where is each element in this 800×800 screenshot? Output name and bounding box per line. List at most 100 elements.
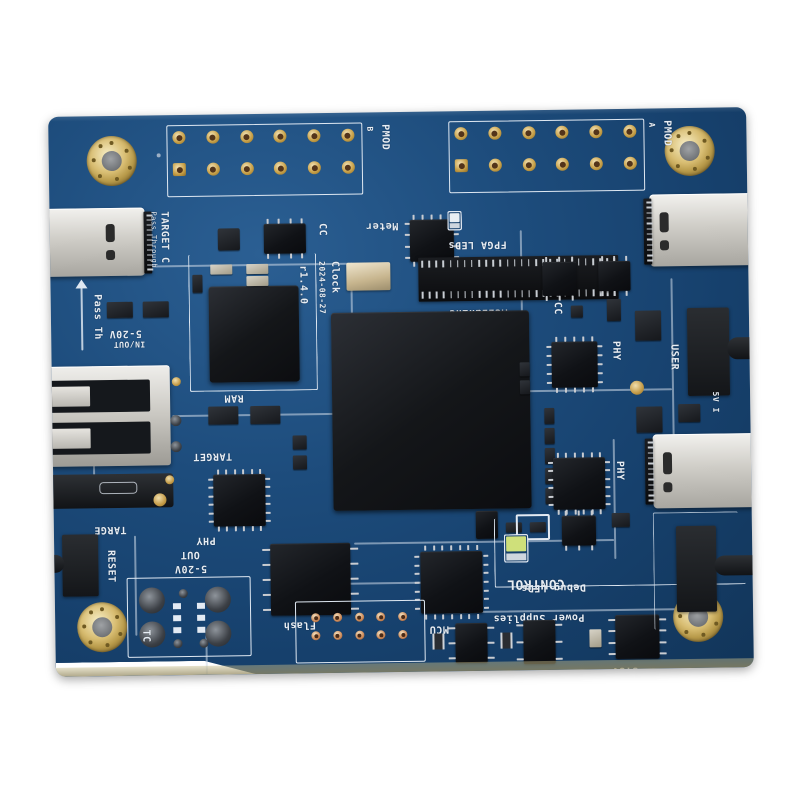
pmod-pad[interactable]	[623, 124, 637, 138]
pmod-pad[interactable]	[555, 125, 569, 139]
usb-c-control-pins	[643, 198, 654, 265]
fpga-leds-bank	[447, 208, 659, 231]
pmod-pad[interactable]	[307, 161, 322, 175]
pmod-pad[interactable]	[488, 126, 502, 140]
pass-through-arrow-head	[75, 279, 88, 289]
passive	[519, 380, 531, 395]
tc-test-pad-small[interactable]	[173, 639, 183, 649]
swd-pad[interactable]	[376, 630, 386, 640]
passive	[544, 407, 555, 425]
pmod-pad[interactable]	[206, 162, 220, 176]
ram-ic	[208, 285, 300, 383]
pmod-pad[interactable]	[307, 129, 321, 143]
small-ic	[598, 255, 631, 297]
regulator-3v3	[608, 614, 667, 660]
swd-header[interactable]	[311, 611, 408, 647]
target-label: TARGET	[192, 450, 233, 462]
usb-c-control-connector[interactable]	[649, 192, 754, 267]
via	[156, 153, 161, 158]
pmod-pad[interactable]	[273, 129, 287, 143]
phy-left-ic	[208, 468, 271, 532]
meter-label: Meter	[365, 220, 399, 232]
tc-test-pad-small[interactable]	[199, 638, 209, 648]
swd-pad[interactable]	[311, 613, 321, 623]
tc-test-pad-small[interactable]	[178, 588, 188, 599]
pmod-pad[interactable]	[556, 157, 570, 171]
passthrough-fet	[106, 301, 133, 319]
swd-pad[interactable]	[398, 629, 408, 640]
passive	[606, 298, 622, 322]
passive	[544, 427, 555, 444]
pmod-pad[interactable]	[239, 130, 254, 144]
usb-c-aux-pins	[644, 438, 655, 505]
pmod-pad[interactable]	[454, 127, 468, 141]
pmod-pad[interactable]	[522, 158, 536, 172]
pmod-pad[interactable]	[589, 157, 604, 171]
pmod-pad[interactable]	[341, 128, 355, 142]
usb-c-aux-connector[interactable]	[652, 432, 754, 509]
target-left-label: TARGE	[93, 523, 127, 536]
user-button[interactable]	[686, 307, 731, 396]
user-button-plunger[interactable]	[727, 336, 754, 360]
rail-3v3-label: 3.3V	[611, 664, 639, 677]
pmod-pad[interactable]	[172, 130, 186, 145]
pmod-pad-pin1[interactable]	[454, 159, 468, 173]
small-ic	[217, 228, 241, 251]
pmod-pad-pin1[interactable]	[172, 162, 186, 177]
swd-pad[interactable]	[354, 630, 364, 640]
reset-label: RESET	[105, 549, 117, 583]
passive	[250, 405, 281, 425]
date-label: 2024-08-27	[317, 261, 327, 315]
passthrough-inout-label: IN/OUT	[113, 339, 146, 350]
inductor	[634, 310, 662, 341]
rail-1v1-label: 1.1V	[519, 670, 547, 677]
reset-button[interactable]	[61, 534, 99, 597]
silk-tick	[197, 626, 206, 633]
phy-mid-ic	[547, 452, 611, 515]
passive	[501, 632, 512, 649]
usb-a-target-connector[interactable]	[48, 365, 171, 468]
cc-top-label: CC	[316, 223, 328, 237]
mount-hole	[86, 135, 138, 187]
test-pad	[170, 415, 182, 427]
pmod-pad[interactable]	[589, 125, 603, 139]
passthrough-fet	[142, 301, 169, 318]
swd-label: SWD	[334, 675, 354, 677]
out-label: OUT	[180, 548, 200, 561]
board-edge-notch	[56, 660, 256, 677]
silk-tick	[173, 615, 182, 622]
swd-pad[interactable]	[333, 630, 343, 640]
passthrough-voltage-label: 5-20V	[109, 327, 142, 340]
mount-hole	[76, 601, 128, 653]
silk-tick	[172, 603, 182, 610]
inductor	[636, 406, 663, 433]
pmod-pad[interactable]	[521, 126, 536, 140]
swd-pad[interactable]	[332, 612, 342, 622]
pmod-pad[interactable]	[240, 162, 254, 176]
small-ic	[263, 218, 307, 259]
pmod-b-header[interactable]	[172, 128, 355, 190]
pmod-pad[interactable]	[488, 158, 502, 172]
passive	[678, 403, 701, 423]
mezzanine-connector[interactable]	[418, 254, 619, 302]
pmod-a-label: PMOD	[661, 120, 673, 147]
pcb-board: PMOD B	[48, 107, 754, 677]
phy-mid-label: PHY	[613, 460, 626, 481]
fpga-leds-label: FPGA LEDs	[447, 238, 507, 251]
passive	[433, 633, 444, 650]
swd-pad[interactable]	[311, 631, 321, 641]
passive	[208, 406, 239, 425]
silk-tick	[196, 602, 206, 609]
pmod-a-header[interactable]	[454, 124, 637, 186]
swd-pad[interactable]	[398, 611, 408, 622]
pmod-pad[interactable]	[341, 160, 355, 174]
pmod-pad[interactable]	[206, 130, 220, 144]
pmod-a-sublabel: A	[647, 122, 657, 128]
pmod-pad[interactable]	[274, 161, 288, 175]
swd-pad[interactable]	[376, 612, 386, 622]
pmod-pad[interactable]	[623, 156, 637, 170]
usb-c-target-c-connector[interactable]	[48, 207, 146, 278]
five-v-in-bottom-label: 5V I	[711, 391, 721, 413]
passive	[570, 305, 583, 318]
swd-pad[interactable]	[354, 612, 364, 622]
